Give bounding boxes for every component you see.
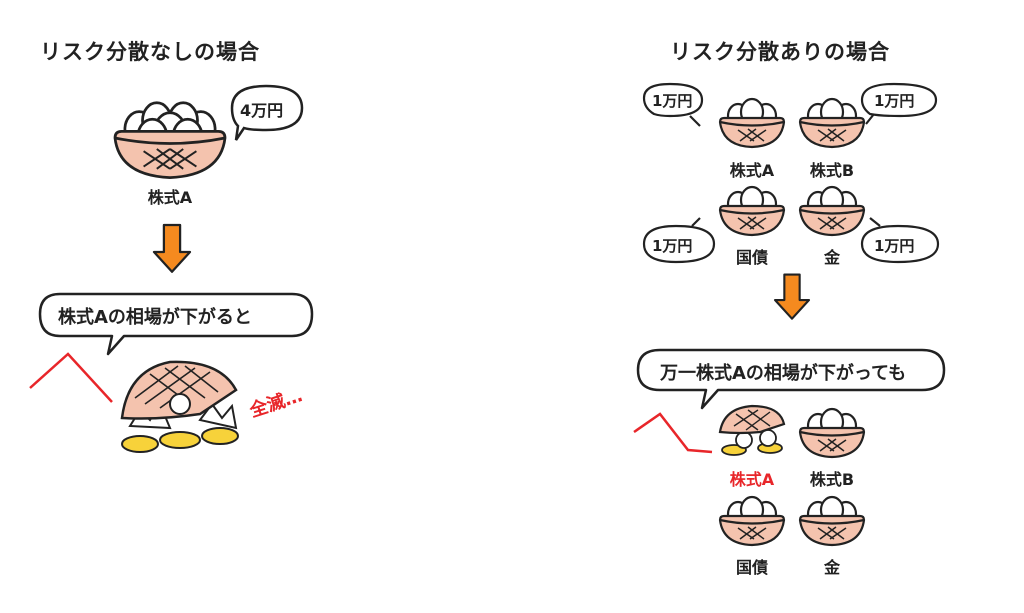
basket-stock-a-left (115, 103, 225, 178)
label-gold: 金 (823, 248, 840, 267)
label-gold-after: 金 (823, 558, 840, 577)
label-stock-b-after: 株式B (809, 470, 855, 489)
arrow-left (152, 223, 192, 273)
left-speech: 株式Aの相場が下がると (58, 307, 252, 328)
left-amount: 4万円 (240, 101, 284, 120)
label-bonds-after: 国債 (735, 558, 768, 577)
right-title: リスク分散ありの場合 (670, 40, 890, 64)
basket-gold (798, 185, 866, 237)
amount-bubble-4 (860, 217, 940, 264)
crushed-basket-stock-a (718, 404, 786, 456)
decline-line-left (29, 352, 113, 403)
right-amount-1: 1万円 (652, 92, 693, 110)
basket-stock-a (718, 97, 786, 149)
amount-bubble-2 (860, 82, 938, 125)
arrow-right (773, 273, 811, 320)
left-title: リスク分散なしの場合 (40, 40, 260, 64)
decline-line-right (633, 412, 713, 454)
basket-gold-after (798, 495, 866, 547)
right-speech: 万一株式Aの相場が下がっても (660, 363, 907, 384)
amount-bubble-1 (642, 82, 704, 127)
amount-bubble-3 (642, 217, 716, 264)
basket-bonds (718, 185, 786, 237)
speech-bubble-left (38, 292, 314, 356)
speech-bubble-right (636, 348, 946, 410)
basket-bonds-after (718, 495, 786, 547)
crushed-basket-left (120, 360, 239, 453)
label-stock-a-after: 株式A (729, 470, 775, 489)
amount-bubble-left (230, 84, 304, 141)
label-stock-a: 株式A (729, 161, 775, 180)
label-stock-b: 株式B (809, 161, 855, 180)
right-amount-2: 1万円 (874, 92, 915, 110)
label-bonds: 国債 (735, 248, 768, 267)
right-amount-4: 1万円 (874, 237, 915, 255)
left-basket-label: 株式A (147, 188, 193, 207)
right-amount-3: 1万円 (652, 237, 693, 255)
basket-stock-b-after (798, 407, 866, 459)
basket-stock-b (798, 97, 866, 149)
